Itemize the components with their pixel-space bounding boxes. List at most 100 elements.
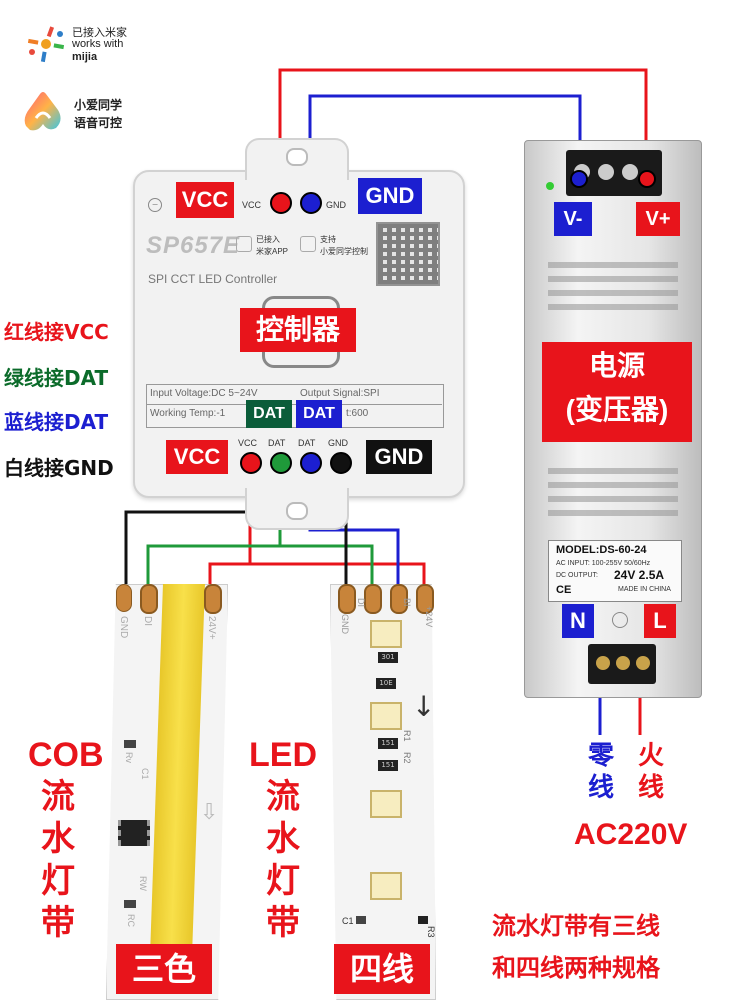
xiaoai-text-1: 小爱同学 [74,98,123,112]
led-pin-gnd: GND [340,614,350,634]
ac-voltage-label: AC220V [574,818,688,851]
led-label-c1: C1 [342,916,354,926]
app-icon [236,236,252,252]
badge-top-vcc: VCC [176,182,234,218]
live-label: 火线 [638,741,665,803]
led-pad-di [364,584,382,614]
wire-red-strip-2 [250,562,426,590]
bottom-screw-1 [596,656,610,670]
mijia-icon [27,26,65,63]
led-title-3: 灯 [266,861,300,901]
cob-component-1 [124,740,136,748]
pin-label-top-gnd: GND [326,200,346,210]
cob-pin-24v: 24V+ [206,616,217,640]
cob-title-2: 水 [41,819,75,859]
ce-mark: CE [556,584,572,596]
pin-label-dat1: DAT [268,438,286,448]
led-label-r1: R1 [402,730,412,742]
power-dc-output-label: DC OUTPUT: [556,572,598,579]
led-title-4: 带 [266,903,300,943]
cob-pad-di [140,584,158,614]
cob-arrow-icon: ⇩ [200,800,219,825]
cob-comp-rc: RC [126,914,136,927]
led-pad-gnd [338,584,356,614]
power-title-2: (变压器) [565,394,669,425]
badge-l: L [644,604,676,638]
voice-icon [300,236,316,252]
led-chip-1 [370,620,402,648]
spec-box [146,384,444,428]
led-title-0: LED [249,736,317,774]
cob-title-4: 带 [41,903,75,943]
badge-bottom-gnd: GND [366,440,432,474]
badge-vplus: V+ [636,202,680,236]
terminal-vplus-dot [638,170,656,188]
spec-output-signal: Output Signal:SPI [300,388,380,399]
badge-vminus: V- [554,202,592,236]
led-title-1: 流 [266,777,300,817]
controller-bottom-ear [245,488,349,530]
cob-pin-gnd: GND [118,616,129,639]
controller-model: SP657E [146,232,241,259]
voice-label-1: 支持 [320,235,336,244]
port-top-gnd [300,192,322,214]
terminal-vminus-dot [570,170,588,188]
cob-comp-c1: C1 [140,768,150,780]
neutral-label: 零线 [588,741,615,803]
xiaoai-logo [20,88,66,134]
controller-top-ear [245,138,349,180]
terminal-screw-3 [622,164,638,180]
pin-label-vcc: VCC [238,438,258,448]
led-component-c1 [356,916,366,924]
power-label-plate [548,540,682,602]
led-component-r3 [418,916,428,924]
led-pad-24v [416,584,434,614]
led-bottom-label: 四线 [334,944,430,994]
led-title-2: 水 [266,819,300,859]
mijia-logo [24,22,68,66]
cob-title-3: 灯 [41,861,75,901]
legend-white: 白线接GND [4,456,114,480]
spec-working-temp: Working Temp:-1 [150,408,226,419]
led-pad-bi [390,584,408,614]
pin-label-top-vcc: VCC [242,200,262,210]
vent-slots-top [548,254,678,314]
led-title: LED 流 水 灯 带 [246,734,320,944]
controller-bottom-hole [286,502,308,520]
voice-label-2: 小爱同学控制 [320,247,368,256]
cob-title: COB 流 水 灯 带 [28,734,104,944]
badge-dat-green: DAT [246,400,292,428]
mijia-text-2: works with [72,38,124,50]
note-line-2: 和四线两种规格 [492,954,660,982]
wire-red-vcc-top [278,68,648,200]
xiaoai-text-2: 语音可控 [74,116,123,130]
spec-divider [146,404,442,405]
badge-n: N [562,604,594,638]
earth-symbol-icon [612,612,628,628]
wire-green-strip-2 [280,544,374,590]
spec-input-voltage: Input Voltage:DC 5~24V [150,388,258,399]
power-ac-input: AC INPUT: 100-255V 50/60Hz [556,560,651,567]
led-label-r3: R3 [426,926,436,938]
controller-subtitle: SPI CCT LED Controller [148,272,278,286]
port-dat-blue [300,452,322,474]
cob-title-0: COB [28,736,104,774]
power-title-1: 电源 [588,350,645,381]
mijia-text-3: mijia [72,51,98,63]
power-led-indicator [546,182,554,190]
cob-pin-di: DI [142,616,153,626]
cob-title-1: 流 [41,777,75,817]
vent-slots-bottom [548,460,678,520]
pin-label-dat2: DAT [298,438,316,448]
spec-extra: t:600 [346,408,369,419]
badge-top-gnd: GND [358,178,422,214]
led-label-r2: R2 [402,752,412,764]
cob-pad-gnd [116,584,132,612]
controller-top-hole [286,148,308,166]
badge-dat-blue: DAT [296,400,342,428]
power-model: MODEL:DS-60-24 [556,544,647,556]
led-chip-2 [370,702,402,730]
cob-component-2 [124,900,136,908]
power-dc-output-value: 24V 2.5A [614,568,665,582]
port-dat-green [270,452,292,474]
